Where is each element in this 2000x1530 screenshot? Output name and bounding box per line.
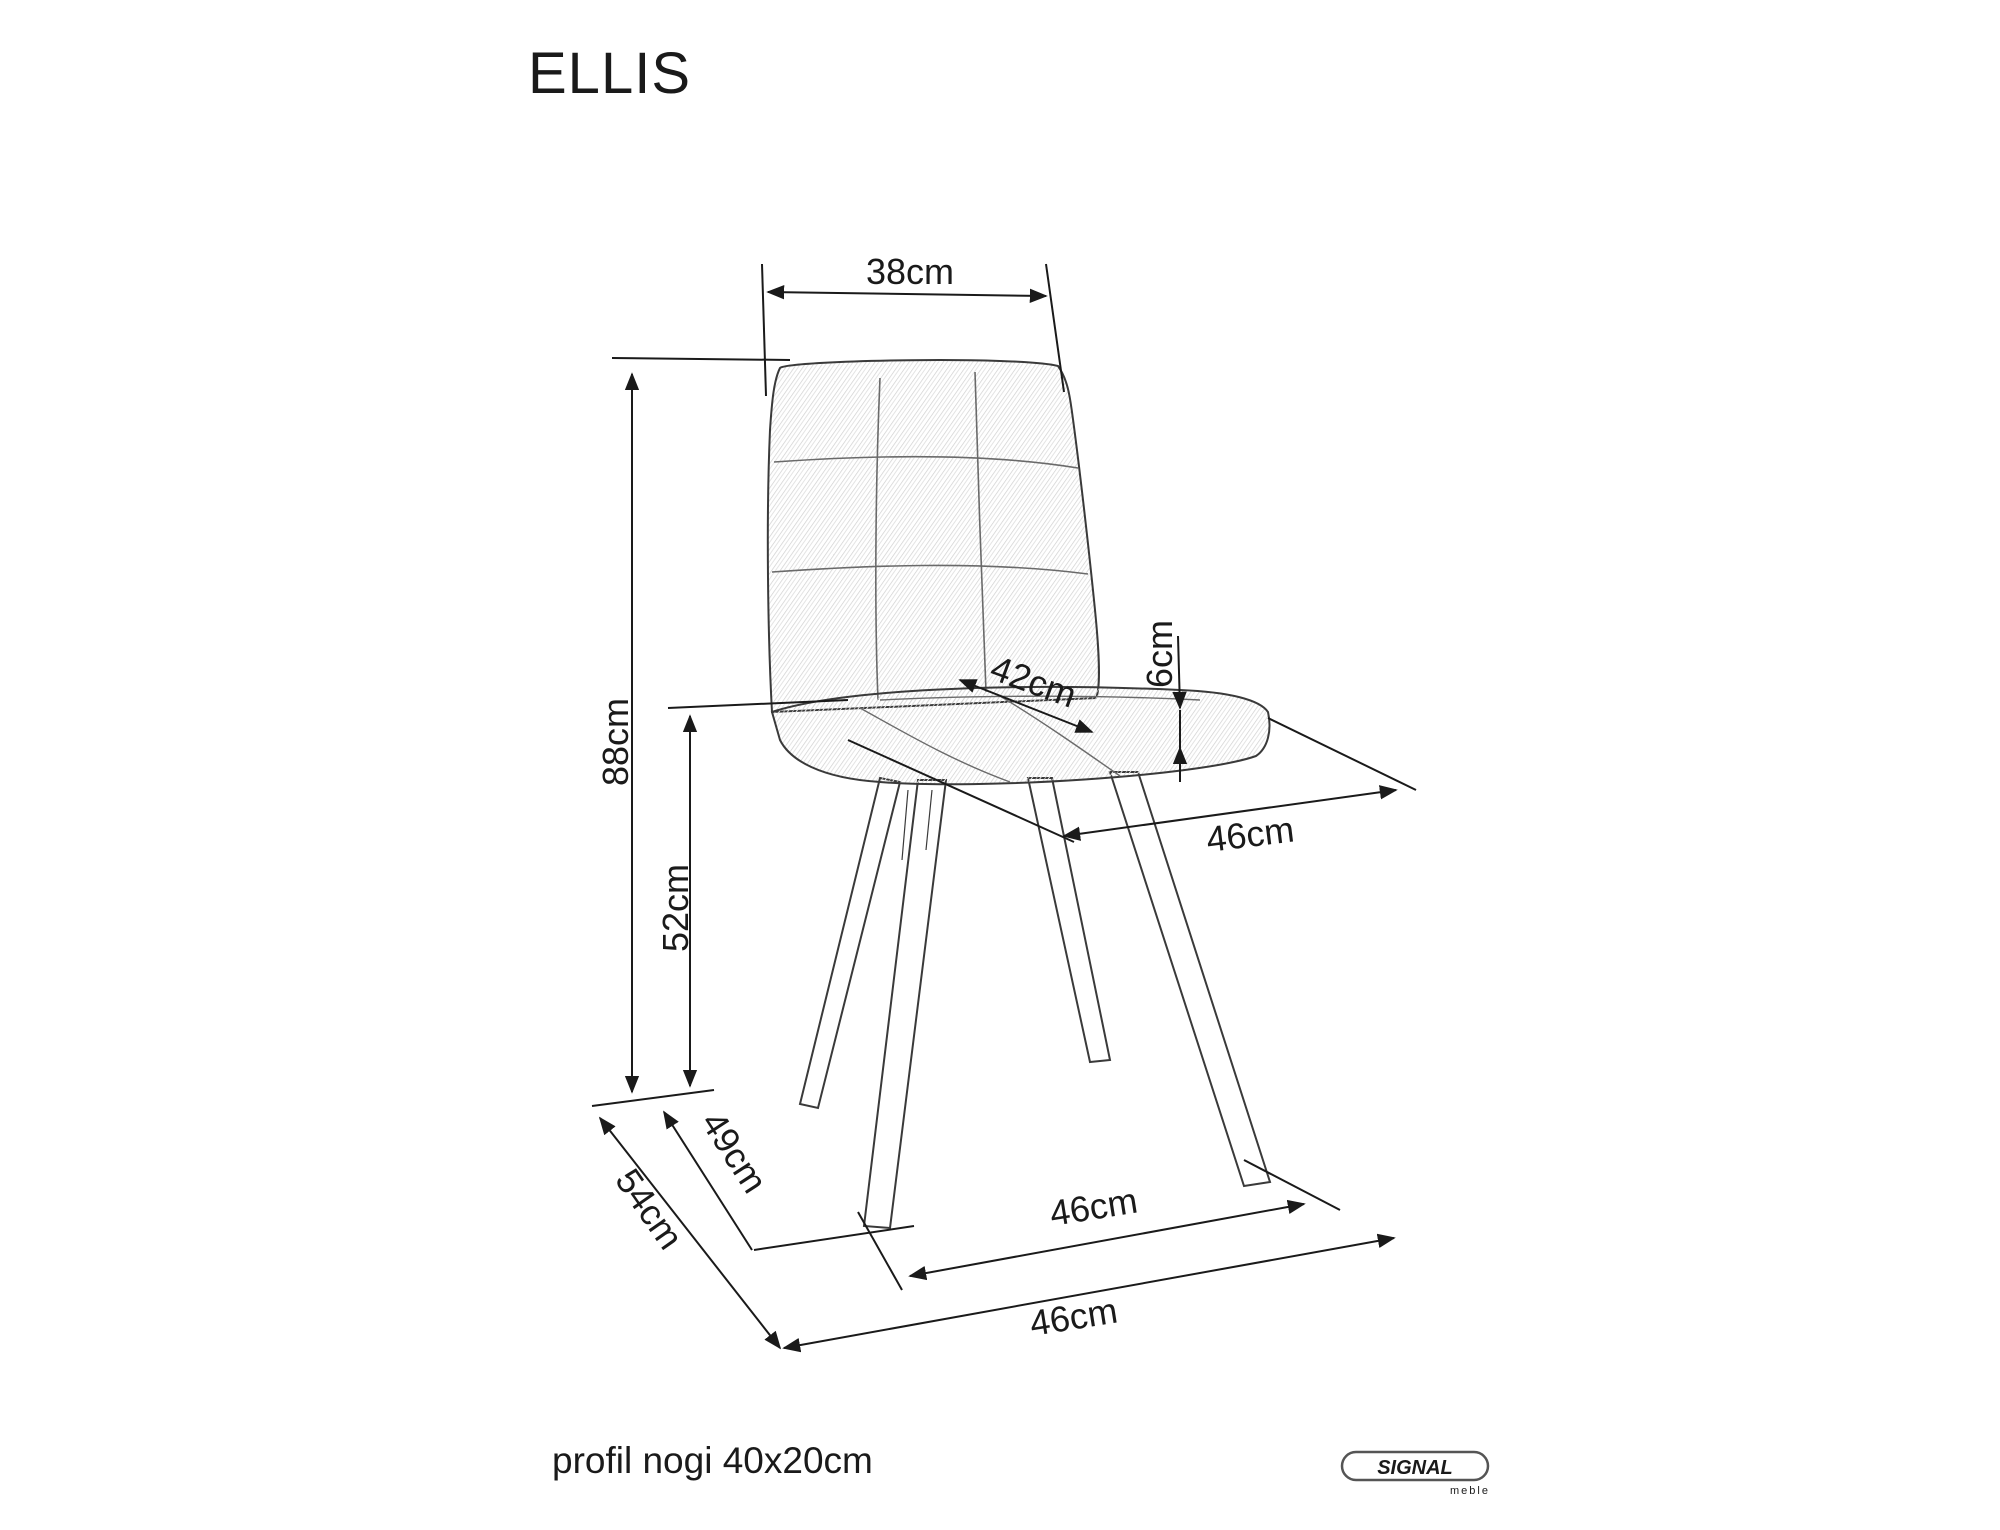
label-backrest-width: 38cm <box>866 251 954 292</box>
label-overall-depth: 54cm <box>607 1161 691 1257</box>
signal-logo: SIGNAL meble <box>1340 1450 1490 1497</box>
label-total-height: 88cm <box>595 698 636 786</box>
label-seat-height: 52cm <box>655 864 696 952</box>
chair-legs <box>798 771 1272 1230</box>
leg-profile-note: profil nogi 40x20cm <box>552 1440 873 1481</box>
dimension-lines <box>591 263 1417 1353</box>
leg-back-right <box>1026 777 1112 1064</box>
logo-text: SIGNAL <box>1377 1457 1453 1479</box>
label-leg-depth: 49cm <box>693 1104 775 1200</box>
label-leg-width: 46cm <box>1047 1180 1140 1234</box>
chair-illustration <box>766 359 1272 1230</box>
label-seat-thickness: 6cm <box>1139 620 1180 688</box>
label-seat-width: 46cm <box>1204 809 1296 860</box>
chair-backrest <box>766 359 1100 714</box>
backrest-quilting <box>771 371 1089 701</box>
chair-seat <box>770 685 1271 786</box>
label-overall-width: 46cm <box>1027 1290 1120 1344</box>
logo-subtext: meble <box>1450 1485 1490 1497</box>
product-title: ELLIS <box>528 41 691 106</box>
